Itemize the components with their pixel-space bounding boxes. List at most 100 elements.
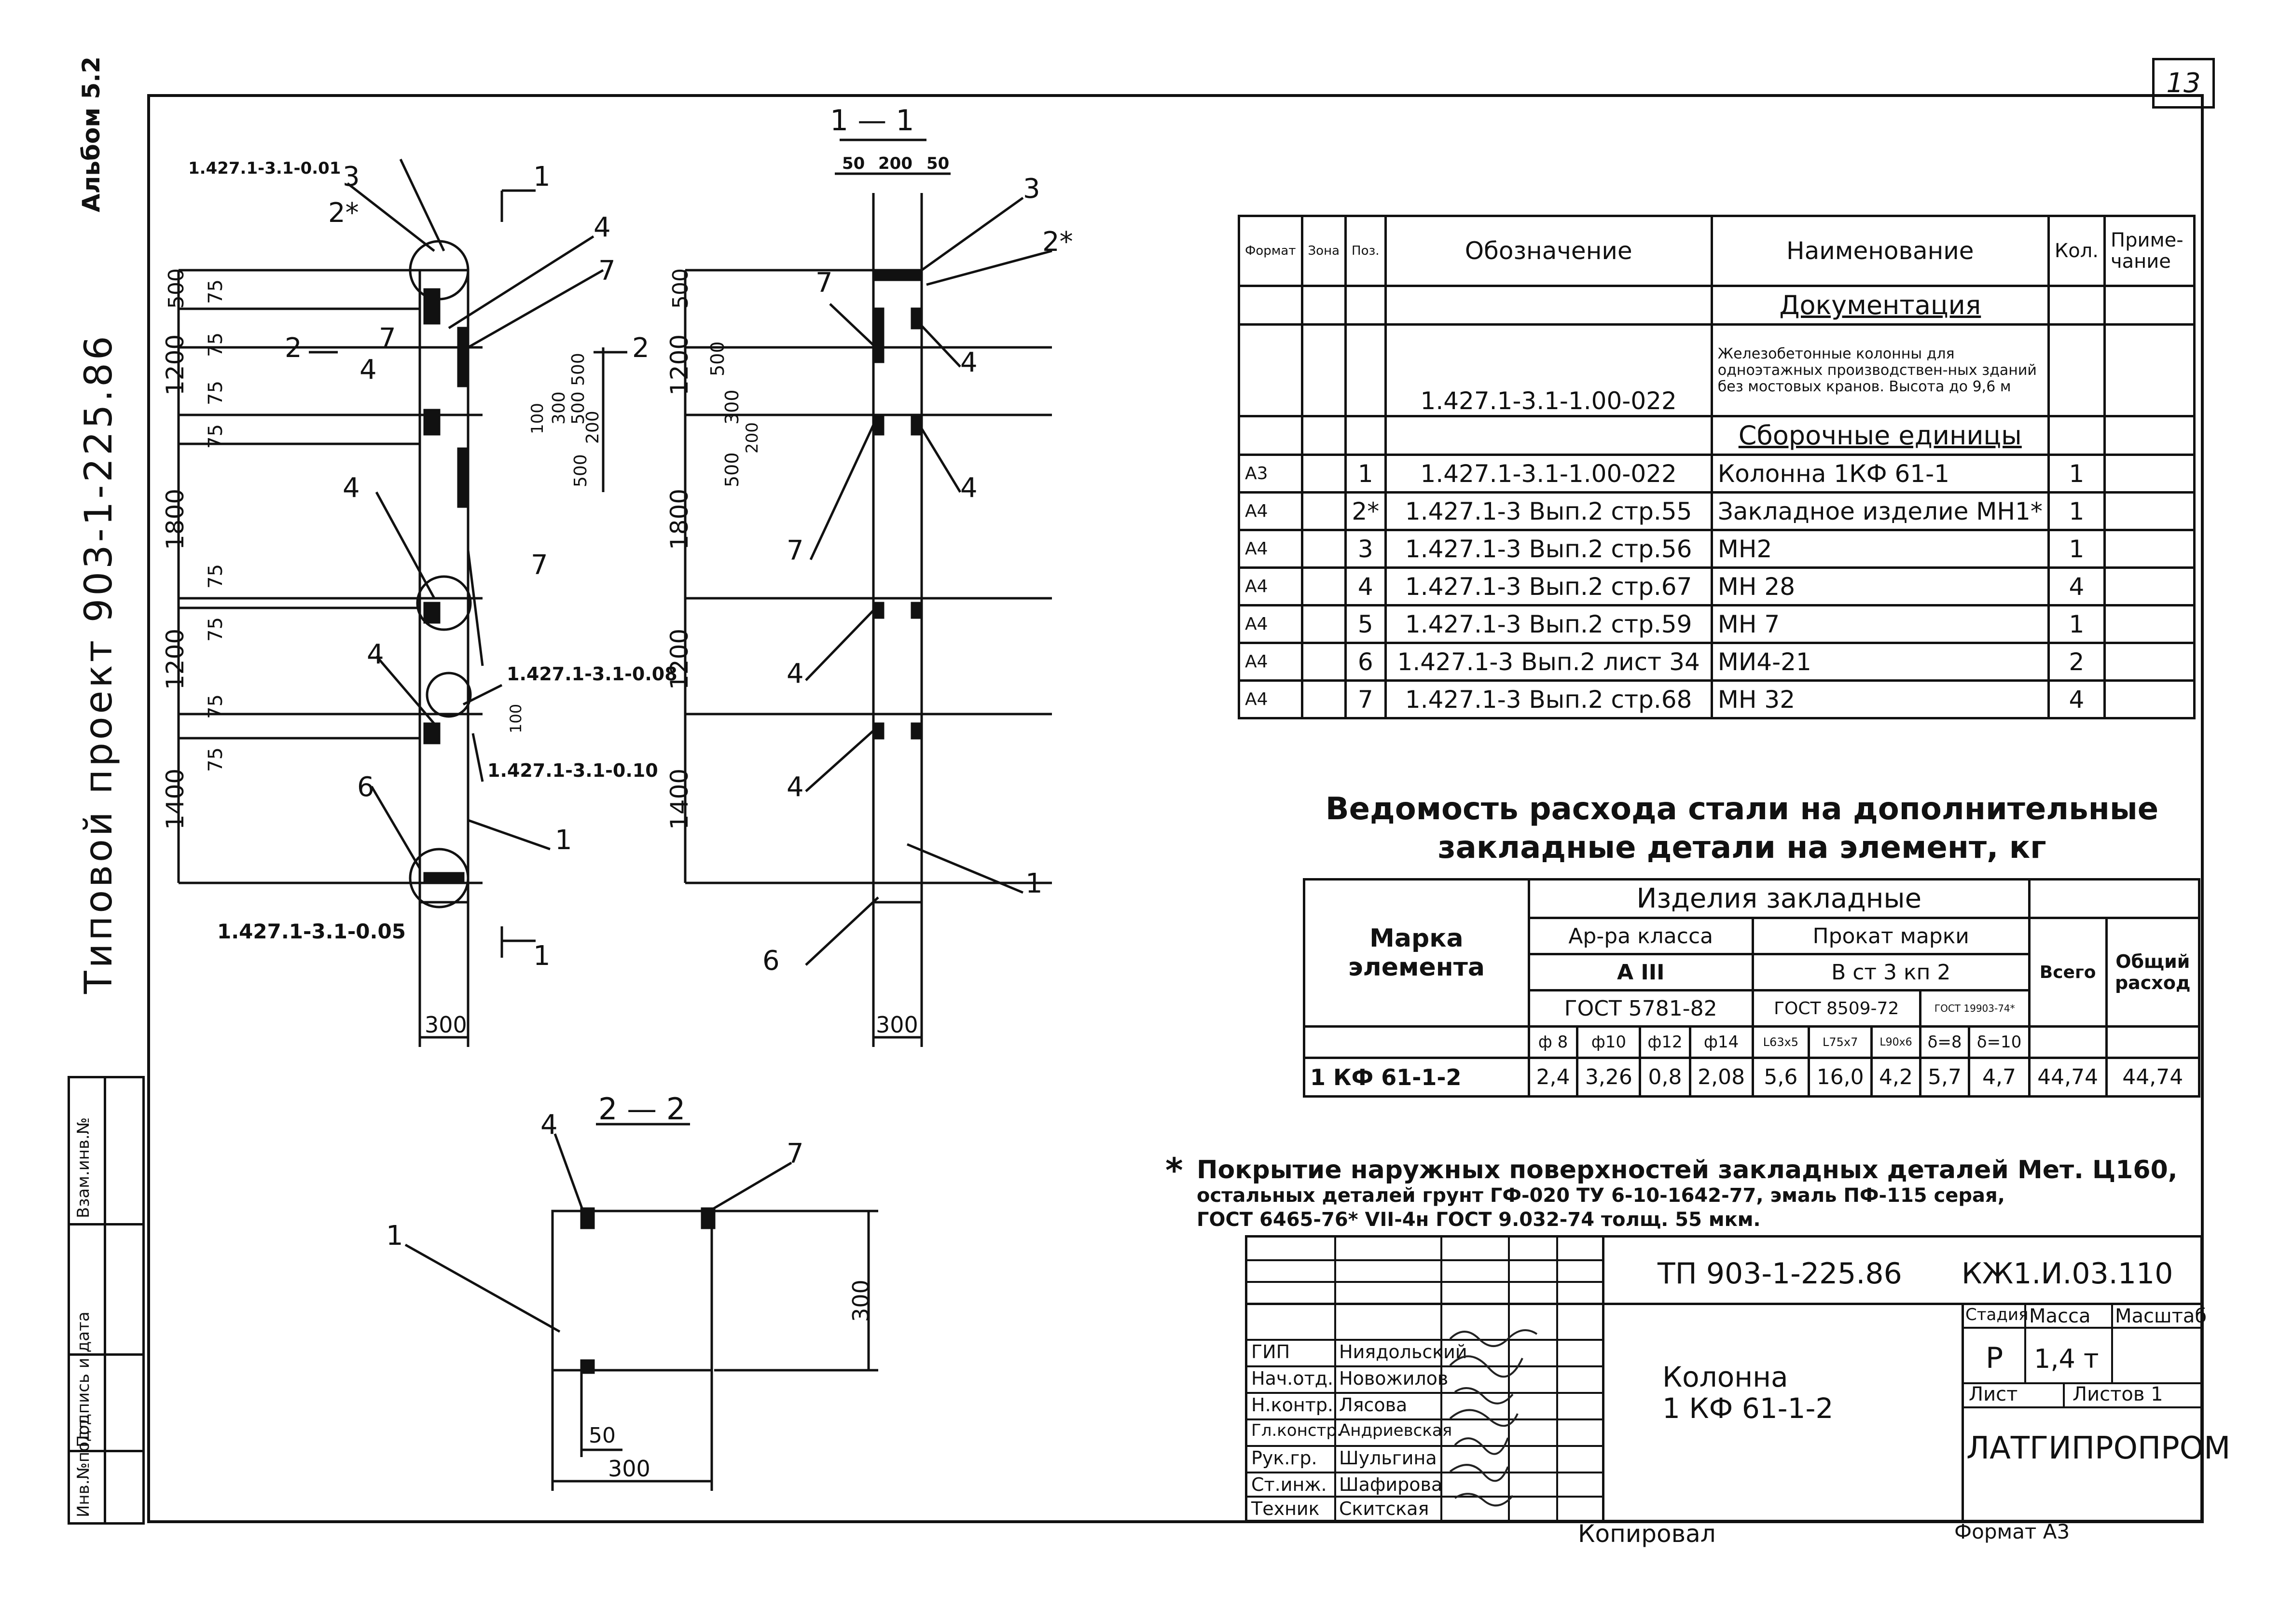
steel-row: 1 КФ 61-1-2 2,4 3,26 0,8 2,08 5,6 16,0 4… [1303, 1057, 2201, 1098]
stamp-sheet-h: Лист [1969, 1383, 2018, 1405]
col1-small-dim: 75 [205, 332, 227, 357]
sec22-dim: 300 [608, 1456, 650, 1482]
col2-dim: 1200 [665, 629, 693, 690]
steel-h-arm: Ар-ра класса [1527, 917, 1754, 955]
col2-dim: 500 [668, 268, 693, 309]
col2-width: 300 [876, 1012, 918, 1038]
spec-doc-designation: 1.427.1-3.1-1.00-022 [1384, 323, 1713, 417]
col1-dim-1200b: 1200 [161, 629, 189, 690]
spec-row: А4 6 1.427.1-3 Вып.2 лист 34 МИ4-21 2 [1238, 642, 2196, 682]
col1-dim-1200: 1200 [161, 334, 189, 396]
steel-h-rolled-gost2: ГОСТ 19903-74* [1919, 989, 2031, 1028]
note-line-2: остальных деталей грунт ГФ-020 ТУ 6-10-1… [1197, 1184, 2005, 1207]
column-drawings: 1 — 1 2 — 2 500 1200 1800 1200 1400 75 7… [161, 104, 1073, 1491]
steel-sub: ф 8 [1527, 1025, 1579, 1059]
col1-ref: 1.427.1-3.1-0.01 [188, 159, 341, 178]
steel-h-grand: Общий расход [2105, 917, 2201, 1028]
col2-mark: 4 [960, 347, 978, 378]
steel-sub: L90х6 [1870, 1025, 1921, 1059]
col1-rdim: 500 [568, 391, 588, 425]
spec-row: А4 7 1.427.1-3 Вып.2 стр.68 МН 32 4 [1238, 679, 2196, 719]
spec-row: А4 2* 1.427.1-3 Вып.2 стр.55 Закладное и… [1238, 491, 2196, 531]
signature-scribbles [1449, 1329, 1538, 1507]
col1-rdim: 500 [568, 353, 588, 386]
sec22-dim: 50 [589, 1423, 616, 1448]
section-1-1-title: 1 — 1 [830, 104, 914, 138]
spec-h-designation: Обозначение [1384, 215, 1713, 287]
steel-sub: ф14 [1688, 1025, 1754, 1059]
col1-ref: 1.427.1-3.1-0.05 [217, 920, 406, 943]
col2-dim: 1400 [665, 769, 693, 830]
col1-mark: 2* [328, 197, 359, 229]
title-block: ТП 903-1-225.86 КЖ1.И.03.110 Колонна 1 К… [1245, 1235, 2230, 1522]
col1-ref: 1.427.1-3.1-0.08 [507, 663, 677, 685]
col2-mark: 4 [787, 771, 804, 803]
stamp-org: ЛАТГИПРОПРОМ [1966, 1431, 2231, 1466]
stamp-role: ГИП [1251, 1341, 1290, 1363]
col1-mark: 1 [555, 825, 572, 856]
spec-doc-name: Железобетонные колонны для одноэтажных п… [1710, 323, 2050, 417]
col2-inner-dim: 500 [721, 452, 743, 487]
spec-h-name: Наименование [1710, 215, 2050, 287]
col1-rdim: 200 [583, 411, 603, 444]
steel-table: Марка элемента Изделия закладные Ар-ра к… [1303, 878, 2201, 1098]
col1-rdim: 100 [507, 704, 525, 733]
spec-h-pos: Поз. [1344, 215, 1387, 287]
col1-mark: 7 [379, 323, 396, 354]
steel-h-rolled-grade: В ст 3 кп 2 [1751, 953, 2031, 991]
left-approval-strip: Инв.№подл. Подпись и дата Взам.инв.№ [68, 1076, 145, 1525]
spec-row: А4 3 1.427.1-3 Вып.2 стр.56 МН2 1 [1238, 529, 2196, 569]
stamp-name: Скитская [1339, 1498, 1429, 1519]
spec-row: А3 1 1.427.1-3.1-1.00-022 Колонна 1КФ 61… [1238, 454, 2196, 494]
stamp-scale-h: Масштаб [2115, 1305, 2207, 1327]
stamp-stage: Р [1986, 1341, 2004, 1375]
steel-h-items: Изделия закладные [1527, 878, 2031, 919]
note-line-3: ГОСТ 6465-76* VII-4н ГОСТ 9.032-74 толщ.… [1197, 1209, 1761, 1231]
col1-mark: 4 [359, 354, 377, 385]
col2-dim: 1200 [665, 334, 693, 396]
stamp-role: Рук.гр. [1251, 1447, 1317, 1469]
sec22-mark: 4 [540, 1109, 558, 1141]
spec-h-format: Формат [1238, 215, 1303, 287]
col1-rdim: 100 [528, 403, 547, 434]
col1-small-dim: 75 [205, 694, 227, 719]
col1-mark: 6 [357, 771, 374, 803]
steel-h-rolled-gost1: ГОСТ 8509-72 [1751, 989, 1921, 1028]
col1-small-dim: 75 [205, 617, 227, 642]
spec-h-note: Приме- чание [2103, 215, 2196, 287]
steel-sub: L63х5 [1751, 1025, 1810, 1059]
spec-row: А4 5 1.427.1-3 Вып.2 стр.59 МН 7 1 [1238, 604, 2196, 644]
section-mark: 2 [632, 332, 649, 364]
stamp-project: ТП 903-1-225.86 [1658, 1257, 1902, 1291]
stamp-stage-h: Стадия [1965, 1305, 2029, 1324]
col1-mark: 4 [594, 212, 611, 243]
note-line-1: Покрытие наружных поверхностей закладных… [1197, 1156, 2178, 1184]
col2-dim: 1800 [665, 489, 693, 550]
stamp-name: Шафирова [1339, 1474, 1443, 1495]
note-star: * [1165, 1151, 1183, 1190]
steel-sub: δ=8 [1919, 1025, 1971, 1059]
steel-h-arm-gost: ГОСТ 5781-82 [1527, 989, 1754, 1028]
col1-width: 300 [425, 1012, 467, 1038]
spec-h-qty: Кол. [2047, 215, 2106, 287]
col1-mark: 7 [531, 550, 548, 581]
stamp-mass-h: Масса [2029, 1305, 2091, 1327]
stamp-role: Гл.констр. [1251, 1421, 1342, 1440]
section-mark: 2 [285, 332, 302, 364]
stamp-role: Техник [1251, 1498, 1320, 1519]
specification-table: Формат Зона Поз. Обозначение Наименовани… [1238, 215, 2196, 719]
col2-top-dim: 200 [878, 154, 912, 173]
col2-inner-dim: 200 [743, 422, 762, 454]
col1-dim-1800: 1800 [161, 489, 189, 550]
col1-small-dim: 75 [205, 381, 227, 405]
steel-title-1: Ведомость расхода стали на дополнительны… [1325, 791, 2159, 827]
stamp-name: Новожилов [1339, 1368, 1449, 1389]
steel-sub: ф12 [1639, 1025, 1691, 1059]
steel-h-total: Всего [2028, 917, 2108, 1028]
stamp-code: КЖ1.И.03.110 [1962, 1257, 2173, 1291]
spec-h-zone: Зона [1300, 215, 1347, 287]
col1-mark: 7 [598, 255, 616, 287]
col1-small-dim: 75 [205, 424, 227, 449]
stamp-name: Ниядольский [1339, 1341, 1467, 1363]
stamp-name: Лясова [1339, 1394, 1408, 1416]
